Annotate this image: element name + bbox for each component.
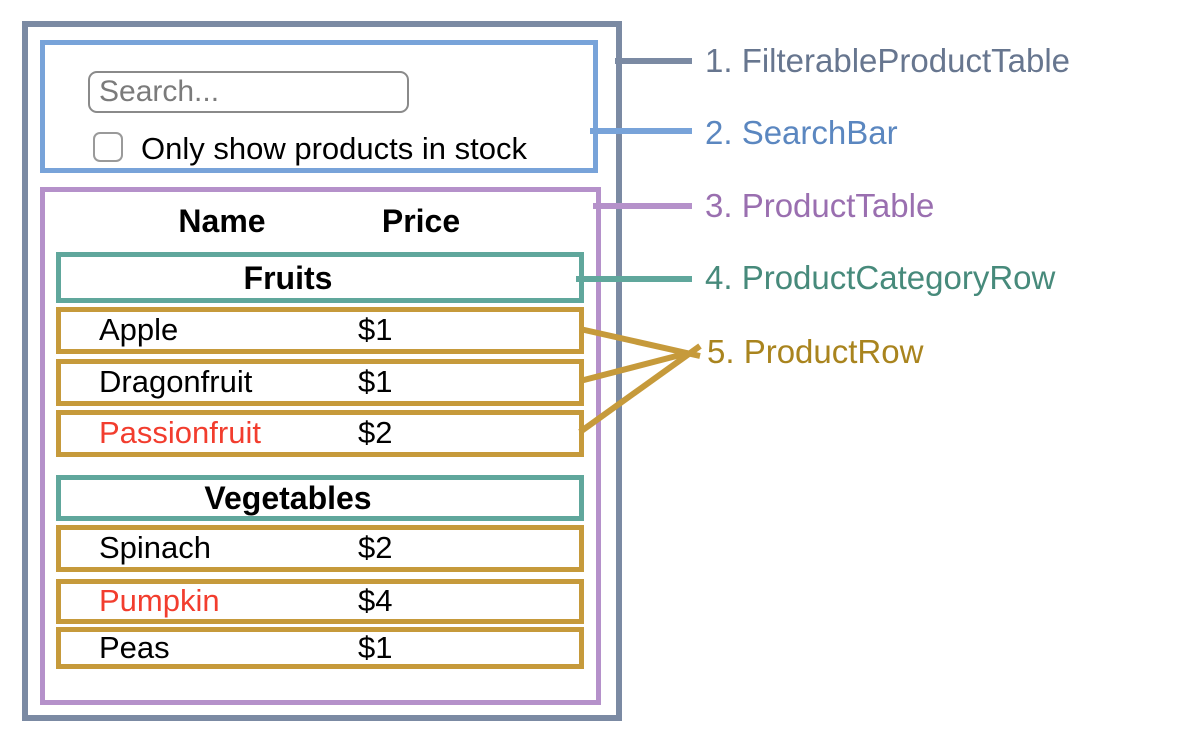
in-stock-checkbox[interactable] [93,132,123,162]
label-product-category-row: 4. ProductCategoryRow [705,259,1056,296]
product-name: Passionfruit [99,415,261,450]
product-row-spinach [56,525,584,572]
category-title-vegetables: Vegetables [204,480,372,516]
search-bar-box [40,40,598,173]
search-input[interactable] [88,71,409,113]
product-name: Apple [99,312,179,347]
product-name: Dragonfruit [99,364,253,399]
in-stock-checkbox-label: Only show products in stock [141,131,527,166]
label-search-bar: 2. SearchBar [705,114,898,151]
category-title-fruits: Fruits [243,260,333,296]
product-row-peas [56,627,584,669]
product-price: $1 [358,364,393,399]
column-header-name: Name [178,203,266,239]
product-row-pumpkin [56,579,584,624]
label-product-row: 5. ProductRow [707,333,924,370]
product-table-box [40,187,601,705]
column-header-price: Price [381,203,461,239]
product-price: $1 [358,312,393,347]
product-price: $4 [358,583,393,618]
product-name: Spinach [99,530,212,565]
product-price: $1 [358,630,393,665]
category-row-vegetables-box [56,475,584,521]
label-filterable-product-table: 1. FilterableProductTable [705,42,1071,79]
product-price: $2 [358,530,393,565]
product-name: Peas [99,630,170,665]
product-price: $2 [358,415,393,450]
label-product-table: 3. ProductTable [705,187,935,224]
product-name: Pumpkin [99,583,220,618]
